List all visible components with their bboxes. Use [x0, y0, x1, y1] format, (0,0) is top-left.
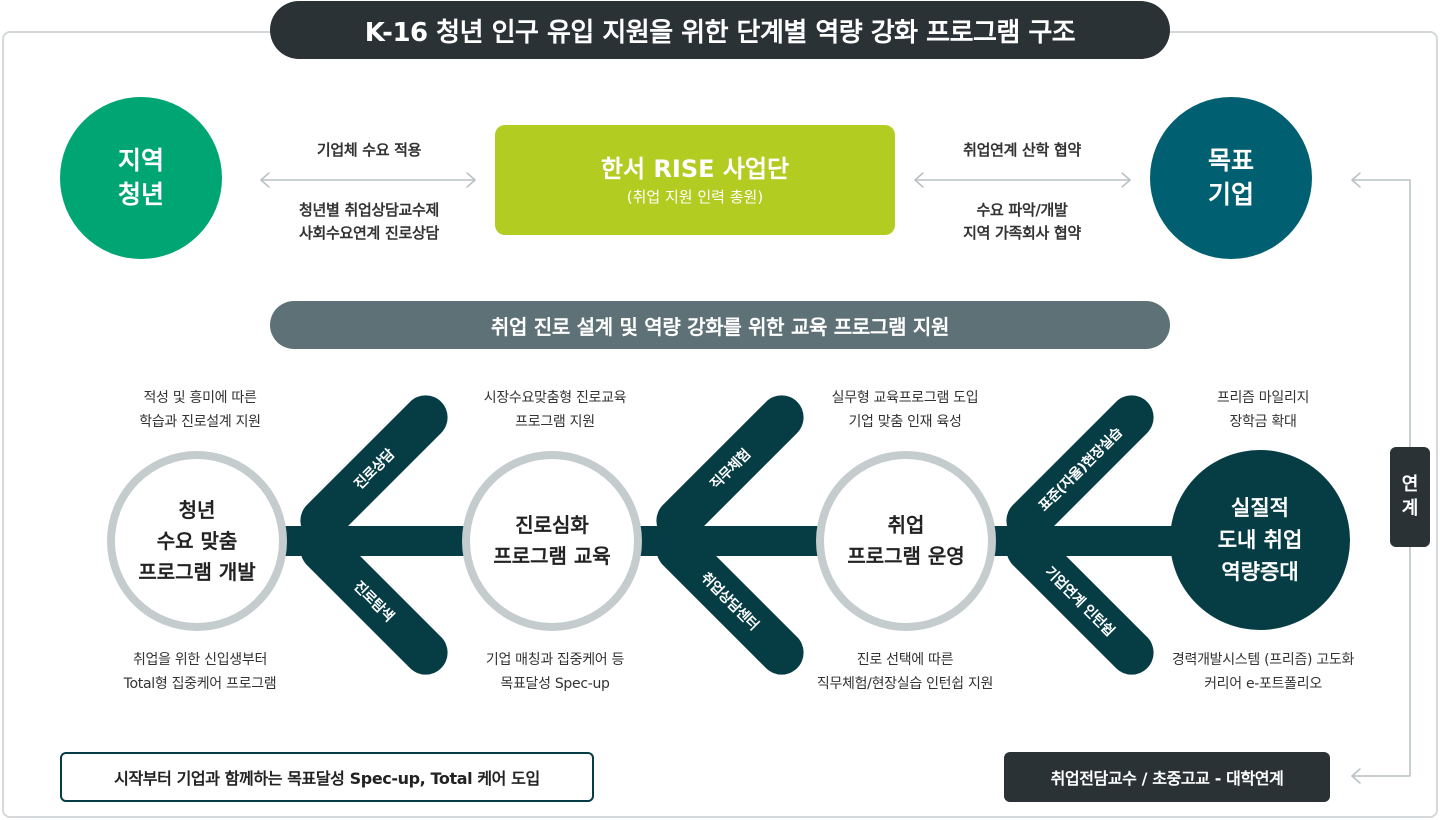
- stage3-top-line1: 실무형 교육프로그램 도입: [831, 390, 979, 406]
- left-link-bottom-line1: 청년별 취업상담교수제: [299, 201, 439, 219]
- rise-title: 한서 RISE 사업단: [600, 155, 790, 183]
- stage1-name-line2: 수요 맞춤: [156, 528, 238, 553]
- stage4-bottom-line2: 커리어 e-포트폴리오: [1204, 676, 1322, 692]
- stage2-circle: 진로심화 프로그램 교육: [462, 451, 642, 631]
- stage3-bottom-text: 진로 선택에 따른 직무체험/현장실습 인턴쉽 지원: [790, 648, 1020, 696]
- regional-youth-line1: 지역: [117, 146, 164, 175]
- stage2-top-line1: 시장수요맞춤형 진로교육: [483, 390, 627, 406]
- stage4-name-line1: 실질적: [1231, 496, 1289, 520]
- stage1-bottom-line2: Total형 집중케어 프로그램: [123, 676, 277, 692]
- stage1-name-line3: 프로그램 개발: [138, 559, 256, 584]
- stage1-top-text: 적성 및 흥미에 따른 학습과 진로설계 지원: [100, 386, 300, 434]
- stage4-top-text: 프리즘 마일리지 장학금 확대: [1163, 386, 1363, 434]
- left-link-top-label: 기업체 수요 적용: [316, 141, 422, 159]
- stage3-top-line2: 기업 맞춤 인재 육성: [848, 414, 962, 430]
- stage2-name-line2: 프로그램 교육: [493, 544, 611, 568]
- right-link-bottom-line1: 수요 파악/개발: [976, 201, 1068, 219]
- target-company-line2: 기업: [1207, 180, 1254, 209]
- program-banner: 취업 진로 설계 및 역량 강화를 위한 교육 프로그램 지원: [270, 301, 1170, 349]
- stage1-bottom-line1: 취업을 위한 신입생부터: [132, 652, 268, 668]
- stage2-bottom-line2: 목표달성 Spec-up: [500, 676, 610, 692]
- right-link-bottom-label: 수요 파악/개발 지역 가족회사 협약: [922, 199, 1122, 245]
- link-tab-line1: 연: [1401, 474, 1419, 495]
- target-company-circle: 목표 기업: [1150, 97, 1312, 259]
- link-tab: 연 계: [1390, 447, 1430, 547]
- stage4-top-line1: 프리즘 마일리지: [1216, 390, 1310, 406]
- left-link-bottom-line2: 사회수요연계 진로상담: [299, 224, 439, 242]
- stage4-bottom-text: 경력개발시스템 (프리즘) 고도화 커리어 e-포트폴리오: [1148, 648, 1378, 696]
- stage2-top-text: 시장수요맞춤형 진로교육 프로그램 지원: [455, 386, 655, 434]
- stage4-bottom-line1: 경력개발시스템 (프리즘) 고도화: [1171, 652, 1355, 668]
- stage3-top-text: 실무형 교육프로그램 도입 기업 맞춤 인재 육성: [805, 386, 1005, 434]
- stage1-circle: 청년 수요 맞춤 프로그램 개발: [107, 451, 287, 631]
- right-double-arrow: [914, 172, 1131, 188]
- link-tab-line2: 계: [1401, 498, 1419, 519]
- bottom-note-box: 시작부터 기업과 함께하는 목표달성 Spec-up, Total 케어 도입: [60, 752, 594, 802]
- stage4-name-line2: 도내 취업: [1217, 528, 1303, 552]
- left-double-arrow: [260, 172, 476, 188]
- stage4-goal-circle: 실질적 도내 취업 역량증대: [1170, 450, 1350, 630]
- bottom-link-box: 취업전담교수 / 초중고교 - 대학연계: [1004, 752, 1330, 802]
- regional-youth-circle: 지역 청년: [60, 97, 222, 259]
- stage2-bottom-line1: 기업 매칭과 집중케어 등: [485, 652, 625, 668]
- stage1-top-line2: 학습과 진로설계 지원: [139, 414, 261, 430]
- stage1-name-line1: 청년: [178, 497, 216, 522]
- stage4-top-line2: 장학금 확대: [1229, 414, 1297, 430]
- stage1-bottom-text: 취업을 위한 신입생부터 Total형 집중케어 프로그램: [90, 648, 310, 696]
- stage3-name-line1: 취업: [887, 513, 925, 537]
- stage3-name-line2: 프로그램 운영: [847, 544, 965, 568]
- page-title: K-16 청년 인구 유입 지원을 위한 단계별 역량 강화 프로그램 구조: [270, 1, 1170, 59]
- stage2-top-line2: 프로그램 지원: [515, 414, 595, 430]
- stage3-bottom-line2: 직무체험/현장실습 인턴쉽 지원: [816, 676, 994, 692]
- regional-youth-line2: 청년: [117, 180, 164, 209]
- right-link-bottom-line2: 지역 가족회사 협약: [963, 224, 1081, 242]
- stage1-top-line1: 적성 및 흥미에 따른: [143, 390, 257, 406]
- target-company-line1: 목표: [1207, 146, 1254, 175]
- left-link-bottom-label: 청년별 취업상담교수제 사회수요연계 진로상담: [264, 199, 474, 245]
- stage2-bottom-text: 기업 매칭과 집중케어 등 목표달성 Spec-up: [445, 648, 665, 696]
- rise-center-box: 한서 RISE 사업단 (취업 지원 인력 총원): [495, 125, 895, 235]
- stage4-name-line3: 역량증대: [1221, 560, 1299, 584]
- rise-subtitle: (취업 지원 인력 총원): [626, 188, 764, 206]
- stage3-circle: 취업 프로그램 운영: [816, 451, 996, 631]
- stage3-bottom-line1: 진로 선택에 따른: [856, 652, 954, 668]
- right-link-top-label: 취업연계 산학 협약: [963, 141, 1081, 159]
- stage2-name-line1: 진로심화: [515, 513, 589, 537]
